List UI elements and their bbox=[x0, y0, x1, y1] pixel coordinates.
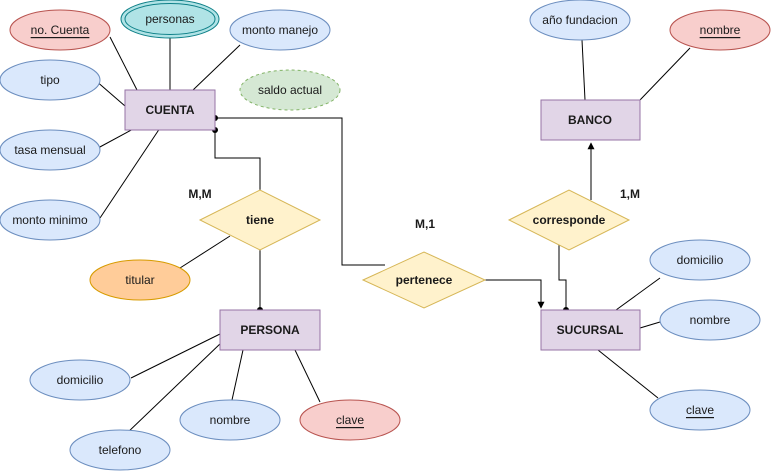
attribute-sucursal-domicilio-label: domicilio bbox=[677, 253, 724, 267]
entity-persona-label: PERSONA bbox=[240, 323, 300, 337]
relationship-tiene-label: tiene bbox=[246, 213, 274, 227]
attribute-persona-domicilio[interactable]: domicilio bbox=[29, 359, 131, 401]
attribute-no-cuenta[interactable]: no. Cuenta bbox=[9, 9, 111, 51]
entity-banco-label: BANCO bbox=[568, 113, 612, 127]
attribute-monto-minimo-label: monto minimo bbox=[12, 213, 88, 227]
attribute-persona-clave-label: clave bbox=[336, 413, 364, 427]
attribute-sucursal-clave-label: clave bbox=[686, 403, 714, 417]
attribute-monto-manejo[interactable]: monto manejo bbox=[229, 9, 331, 51]
attribute-tasa-mensual-label: tasa mensual bbox=[14, 143, 85, 157]
edge-persona-telefono bbox=[124, 341, 223, 436]
attribute-banco-nombre[interactable]: nombre bbox=[669, 9, 771, 51]
entity-cuenta-label: CUENTA bbox=[145, 103, 194, 117]
connectors bbox=[94, 36, 691, 436]
attribute-titular-label: titular bbox=[125, 273, 154, 287]
attribute-sucursal-clave[interactable]: clave bbox=[649, 389, 751, 431]
attribute-banco-nombre-label: nombre bbox=[700, 23, 741, 37]
attribute-tasa-mensual[interactable]: tasa mensual bbox=[0, 129, 101, 171]
edge-sucursal-corresponde bbox=[558, 240, 567, 310]
attribute-tipo-label: tipo bbox=[40, 73, 60, 87]
edge-tiene-titular bbox=[179, 235, 231, 269]
attribute-personas-label: personas bbox=[145, 12, 194, 26]
attribute-no-cuenta-label: no. Cuenta bbox=[31, 23, 90, 37]
edge-cuenta-pertenece bbox=[215, 117, 385, 266]
attribute-saldo-actual-label: saldo actual bbox=[258, 83, 322, 97]
attribute-sucursal-nombre[interactable]: nombre bbox=[659, 299, 761, 341]
edge-pertenece-sucursal bbox=[485, 279, 545, 309]
edge-sucursal-nombre bbox=[639, 321, 661, 329]
edge-cuenta-monto-minimo bbox=[99, 127, 161, 219]
attribute-saldo-actual[interactable]: saldo actual bbox=[239, 69, 341, 111]
entity-cuenta[interactable]: CUENTA bbox=[124, 89, 216, 131]
attribute-persona-telefono[interactable]: telefono bbox=[69, 429, 171, 471]
edge-cuenta-tasa-mensual bbox=[97, 127, 136, 149]
relationship-pertenece[interactable]: pertenece bbox=[361, 251, 487, 309]
attribute-tipo[interactable]: tipo bbox=[0, 59, 101, 101]
attribute-persona-domicilio-label: domicilio bbox=[57, 373, 104, 387]
attribute-persona-nombre-label: nombre bbox=[210, 413, 251, 427]
edge-sucursal-clave bbox=[597, 349, 659, 399]
edge-persona-clave bbox=[294, 349, 321, 403]
attribute-anio-fundacion-label: año fundacion bbox=[542, 13, 617, 27]
relationship-corresponde-label: corresponde bbox=[533, 213, 606, 227]
attribute-persona-telefono-label: telefono bbox=[99, 443, 142, 457]
edge-persona-nombre bbox=[231, 349, 244, 401]
attribute-monto-manejo-label: monto manejo bbox=[242, 23, 318, 37]
attribute-personas[interactable]: personas bbox=[120, 0, 220, 39]
attribute-sucursal-domicilio[interactable]: domicilio bbox=[649, 239, 751, 281]
cardinality-corresponde: 1,M bbox=[620, 187, 640, 201]
attribute-titular[interactable]: titular bbox=[89, 259, 191, 301]
entity-sucursal-label: SUCURSAL bbox=[557, 323, 624, 337]
edge-banco-anio bbox=[581, 39, 586, 101]
entity-persona[interactable]: PERSONA bbox=[219, 309, 321, 351]
entity-banco[interactable]: BANCO bbox=[540, 99, 641, 141]
attribute-anio-fundacion[interactable]: año fundacion bbox=[529, 0, 631, 41]
edge-cuenta-tiene bbox=[214, 130, 261, 190]
cardinality-pertenece: M,1 bbox=[415, 217, 435, 231]
attribute-persona-nombre[interactable]: nombre bbox=[179, 399, 281, 441]
attribute-monto-minimo[interactable]: monto minimo bbox=[0, 199, 101, 241]
relationship-pertenece-label: pertenece bbox=[396, 273, 453, 287]
edge-persona-domicilio bbox=[130, 333, 221, 379]
edge-sucursal-domicilio bbox=[615, 277, 661, 311]
edge-cuenta-no-cuenta bbox=[109, 36, 138, 91]
edge-banco-nombre bbox=[639, 47, 691, 101]
entity-sucursal[interactable]: SUCURSAL bbox=[540, 309, 641, 351]
attribute-sucursal-nombre-label: nombre bbox=[690, 313, 731, 327]
edge-cuenta-tipo bbox=[94, 79, 126, 107]
cardinality-tiene: M,M bbox=[188, 187, 211, 201]
edge-cuenta-monto-manejo bbox=[192, 44, 241, 91]
relationship-tiene[interactable]: tiene bbox=[198, 189, 322, 251]
attribute-persona-clave[interactable]: clave bbox=[299, 399, 401, 441]
relationship-corresponde[interactable]: corresponde bbox=[507, 189, 631, 251]
